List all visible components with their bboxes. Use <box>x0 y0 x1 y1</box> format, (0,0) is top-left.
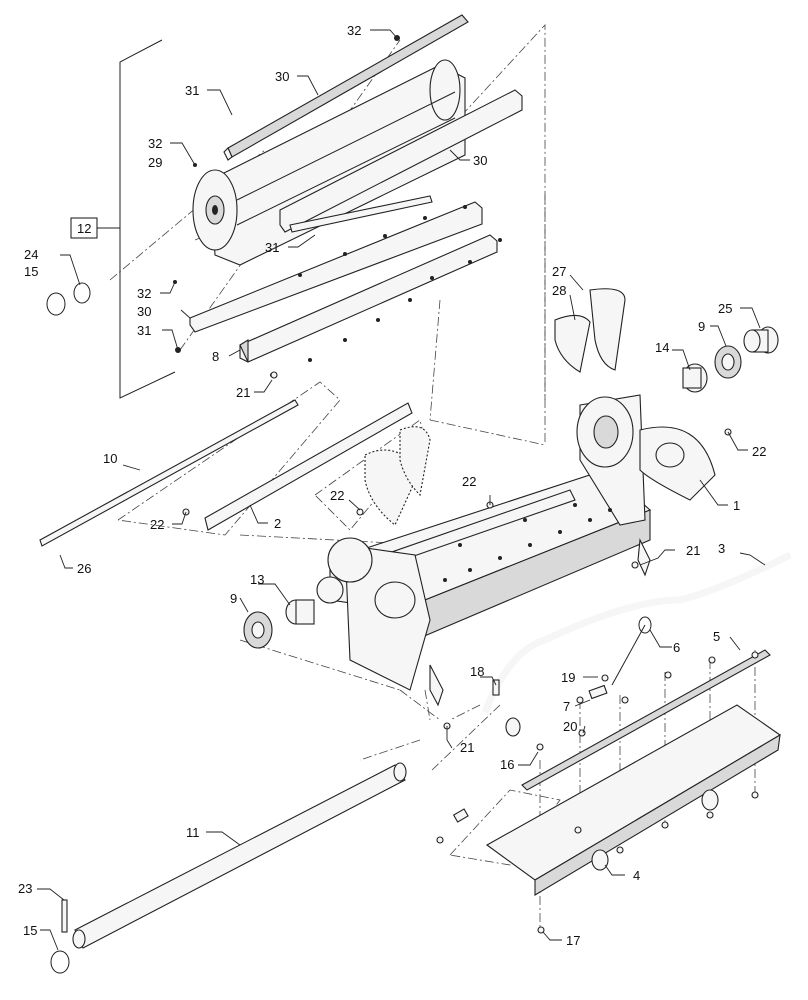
callout-3: 3 <box>718 541 725 556</box>
tray <box>485 704 782 896</box>
callout-2: 2 <box>274 516 281 531</box>
callout-14: 14 <box>655 340 669 355</box>
callout-22: 22 <box>462 474 476 489</box>
callout-30: 30 <box>473 153 487 168</box>
side-plate-middle <box>364 426 431 526</box>
callout-12: 12 <box>77 221 91 236</box>
slat-bottom <box>189 201 483 333</box>
angle-bar <box>239 234 498 363</box>
roller-bar-middle <box>289 195 433 233</box>
callout-32: 32 <box>347 23 361 38</box>
snap-ring-lower <box>50 950 70 974</box>
callout-22: 22 <box>330 488 344 503</box>
callout-25: 25 <box>718 301 732 316</box>
callout-31: 31 <box>185 83 199 98</box>
slat-top <box>223 14 469 161</box>
callout-9: 9 <box>230 591 237 606</box>
slat-right <box>279 89 523 233</box>
callout-leaders <box>37 29 766 951</box>
callout-17: 17 <box>566 933 580 948</box>
roller-assembly-bracket <box>119 39 176 399</box>
bar <box>521 649 771 791</box>
callout-31: 31 <box>137 323 151 338</box>
callout-9: 9 <box>698 319 705 334</box>
callout-19: 19 <box>561 670 575 685</box>
callout-31: 31 <box>265 240 279 255</box>
callout-22: 22 <box>150 517 164 532</box>
callout-5: 5 <box>713 629 720 644</box>
callout-13: 13 <box>250 572 264 587</box>
callout-7: 7 <box>563 699 570 714</box>
plate <box>204 402 413 531</box>
callout-28: 28 <box>552 283 566 298</box>
callout-22: 22 <box>752 444 766 459</box>
callout-24: 24 <box>24 247 38 262</box>
callout-10: 10 <box>103 451 117 466</box>
callout-12-box <box>70 217 98 239</box>
main-frame <box>316 394 716 707</box>
tube <box>481 551 792 714</box>
callout-21: 21 <box>460 740 474 755</box>
callout-labels: 32 30 31 32 29 30 12 31 24 15 32 30 31 8… <box>18 23 766 948</box>
callout-26: 26 <box>77 561 91 576</box>
callout-27: 27 <box>552 264 566 279</box>
rod <box>39 399 299 547</box>
callout-11: 11 <box>186 825 200 840</box>
callout-8: 8 <box>212 349 219 364</box>
snap-ring-upper <box>46 282 91 316</box>
callout-18: 18 <box>470 664 484 679</box>
callout-29: 29 <box>148 155 162 170</box>
callout-6: 6 <box>673 640 680 655</box>
link <box>611 616 652 686</box>
callout-30: 30 <box>137 304 151 319</box>
bearing-left <box>243 599 315 649</box>
callout-15: 15 <box>24 264 38 279</box>
callout-30: 30 <box>275 69 289 84</box>
callout-21: 21 <box>236 385 250 400</box>
callout-21: 21 <box>686 543 700 558</box>
callout-1: 1 <box>733 498 740 513</box>
callout-20: 20 <box>563 719 577 734</box>
roller-drum <box>192 59 466 266</box>
callout-23: 23 <box>18 881 32 896</box>
callout-32: 32 <box>137 286 151 301</box>
bearing-right <box>682 326 779 393</box>
callout-32: 32 <box>148 136 162 151</box>
frame-holes <box>443 503 612 582</box>
shaft <box>61 762 407 949</box>
callout-16: 16 <box>500 757 514 772</box>
callout-4: 4 <box>633 868 640 883</box>
callout-15: 15 <box>23 923 37 938</box>
shield-plates <box>554 288 626 373</box>
